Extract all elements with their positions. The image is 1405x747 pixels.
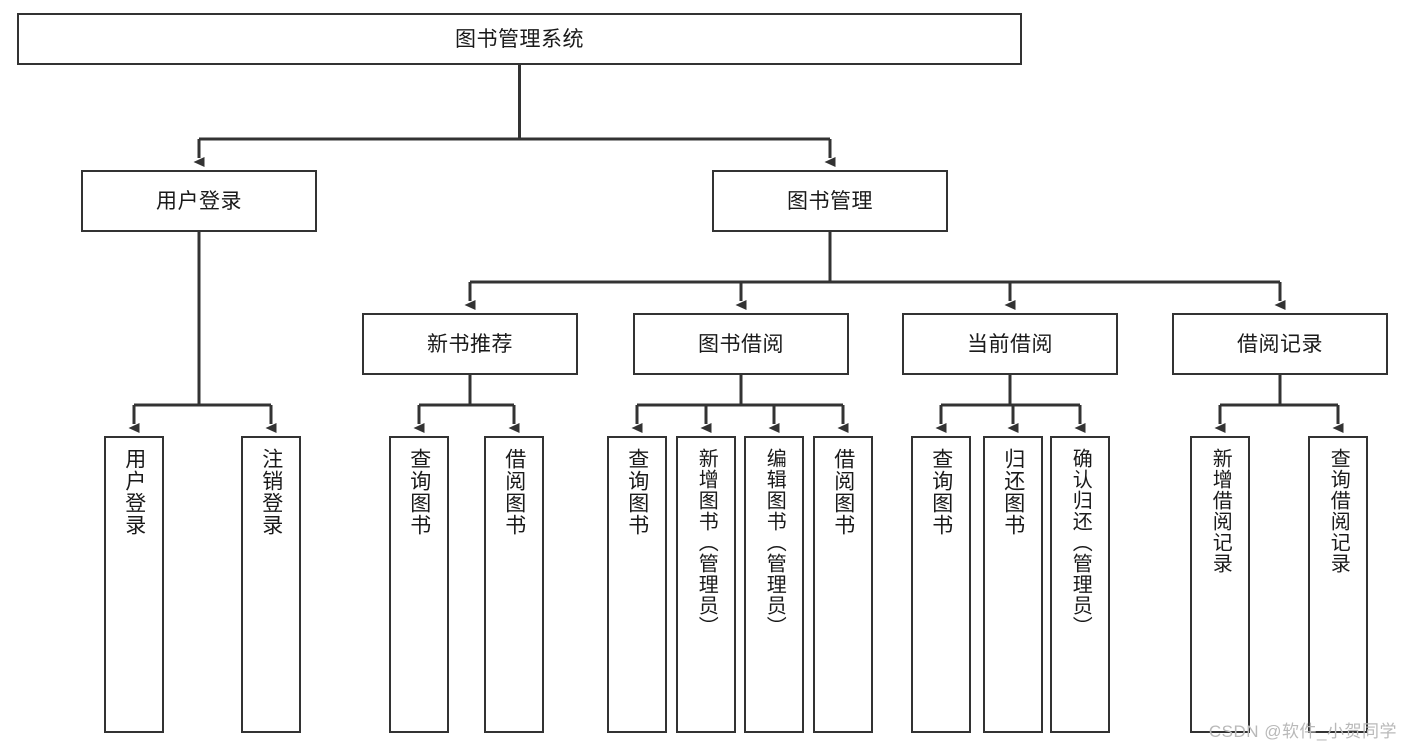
node-l9[interactable]: 查询图书 bbox=[911, 436, 971, 733]
node-label: 注销登录 bbox=[259, 448, 283, 536]
node-label: 新增借阅记录 bbox=[1209, 448, 1232, 574]
node-l11[interactable]: 确认归还（管理员） bbox=[1050, 436, 1110, 733]
node-label: 图书管理系统 bbox=[455, 27, 584, 51]
node-label: 查询借阅记录 bbox=[1327, 448, 1350, 574]
node-login[interactable]: 用户登录 bbox=[81, 170, 317, 232]
node-label: 用户登录 bbox=[156, 189, 242, 213]
node-label: 借阅图书 bbox=[831, 448, 855, 536]
node-root[interactable]: 图书管理系统 bbox=[17, 13, 1022, 65]
node-label: 编辑图书（管理员） bbox=[763, 448, 786, 637]
node-l5[interactable]: 查询图书 bbox=[607, 436, 667, 733]
node-l3[interactable]: 查询图书 bbox=[389, 436, 449, 733]
node-borrow[interactable]: 图书借阅 bbox=[633, 313, 849, 375]
node-l13[interactable]: 查询借阅记录 bbox=[1308, 436, 1368, 733]
node-label: 图书借阅 bbox=[698, 332, 784, 356]
node-l2[interactable]: 注销登录 bbox=[241, 436, 301, 733]
node-l10[interactable]: 归还图书 bbox=[983, 436, 1043, 733]
node-l6[interactable]: 新增图书（管理员） bbox=[676, 436, 736, 733]
node-label: 查询图书 bbox=[929, 448, 953, 536]
node-label: 查询图书 bbox=[407, 448, 431, 536]
node-l12[interactable]: 新增借阅记录 bbox=[1190, 436, 1250, 733]
node-label: 新增图书（管理员） bbox=[695, 448, 718, 637]
node-label: 借阅记录 bbox=[1237, 332, 1323, 356]
watermark-label: CSDN @软件_小贺同学 bbox=[1208, 722, 1397, 741]
node-l1[interactable]: 用户登录 bbox=[104, 436, 164, 733]
node-label: 借阅图书 bbox=[502, 448, 526, 536]
node-label: 图书管理 bbox=[787, 189, 873, 213]
node-bookmgmt[interactable]: 图书管理 bbox=[712, 170, 948, 232]
node-label: 查询图书 bbox=[625, 448, 649, 536]
node-label: 新书推荐 bbox=[427, 332, 513, 356]
node-label: 用户登录 bbox=[122, 448, 146, 536]
node-current[interactable]: 当前借阅 bbox=[902, 313, 1118, 375]
node-label: 当前借阅 bbox=[967, 332, 1053, 356]
node-label: 归还图书 bbox=[1001, 448, 1025, 536]
node-label: 确认归还（管理员） bbox=[1069, 448, 1092, 637]
node-l7[interactable]: 编辑图书（管理员） bbox=[744, 436, 804, 733]
node-l8[interactable]: 借阅图书 bbox=[813, 436, 873, 733]
node-records[interactable]: 借阅记录 bbox=[1172, 313, 1388, 375]
node-newbook[interactable]: 新书推荐 bbox=[362, 313, 578, 375]
node-l4[interactable]: 借阅图书 bbox=[484, 436, 544, 733]
